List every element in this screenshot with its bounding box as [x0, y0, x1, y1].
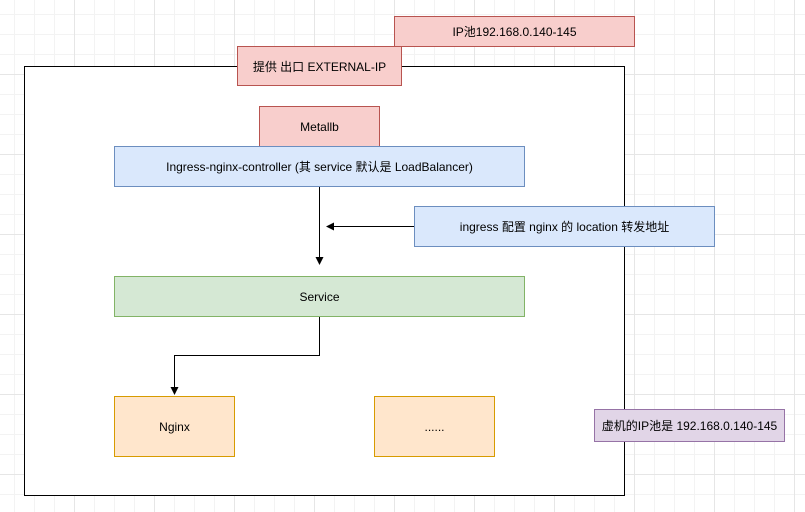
service-label: Service [299, 289, 340, 304]
ip-pool-label: IP池192.168.0.140-145 [452, 25, 577, 39]
nginx-box[interactable]: Nginx [114, 396, 235, 457]
ingress-controller-label: Ingress-nginx-controller (其 service 默认是 … [166, 160, 473, 174]
ingress-config-box[interactable]: ingress 配置 nginx 的 location 转发地址 [414, 206, 715, 247]
metallb-box[interactable]: Metallb [259, 106, 380, 147]
vm-ip-pool-box[interactable]: 虚机的IP池是 192.168.0.140-145 [594, 409, 785, 442]
external-ip-label: 提供 出口 EXTERNAL-IP [252, 59, 387, 74]
nginx-label: Nginx [159, 419, 190, 434]
more-box[interactable]: ...... [374, 396, 495, 457]
ingress-controller-box[interactable]: Ingress-nginx-controller (其 service 默认是 … [114, 146, 525, 187]
ingress-config-label: ingress 配置 nginx 的 location 转发地址 [459, 220, 670, 234]
service-box[interactable]: Service [114, 276, 525, 317]
ip-pool-box[interactable]: IP池192.168.0.140-145 [394, 16, 635, 47]
external-ip-box[interactable]: 提供 出口 EXTERNAL-IP [237, 46, 402, 86]
metallb-label: Metallb [300, 119, 339, 134]
more-label: ...... [424, 419, 445, 434]
vm-ip-pool-label: 虚机的IP池是 192.168.0.140-145 [601, 419, 778, 433]
